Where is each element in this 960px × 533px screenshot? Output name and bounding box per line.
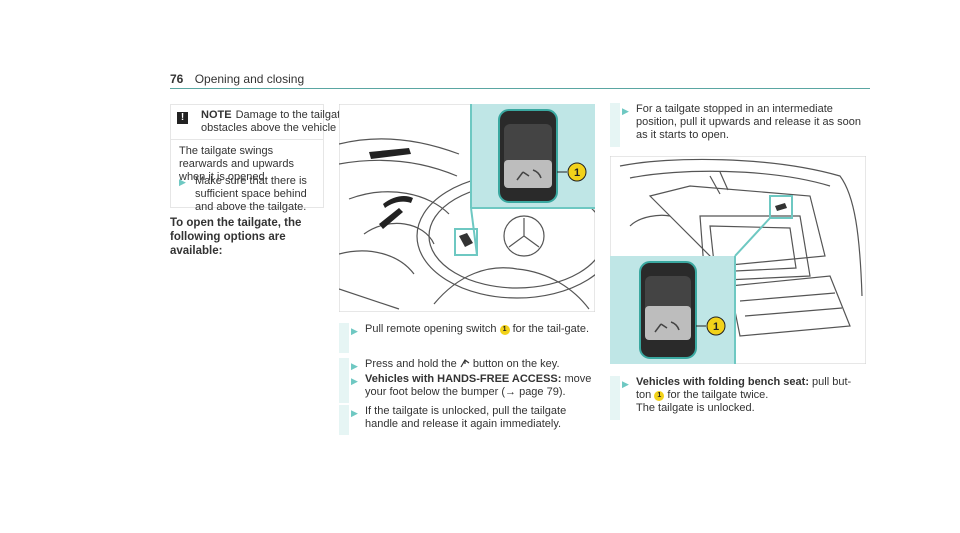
step-unlocked-handle: ▶ If the tailgate is unlocked, pull the …	[339, 405, 595, 435]
svg-text:1: 1	[713, 321, 719, 333]
step-text: move your foot below the bumper (→ page …	[365, 373, 592, 398]
step-text: pull but-ton	[636, 376, 852, 401]
step-folding-bench: ▶ Vehicles with folding bench seat: pull…	[610, 376, 866, 420]
svg-text:1: 1	[574, 167, 580, 179]
trunk-illustration: 1	[610, 156, 866, 364]
page-header: 76 Opening and closing	[170, 72, 304, 86]
step-text: Press and hold the	[365, 358, 457, 370]
step-arrow-icon: ▶	[622, 379, 629, 389]
step-text: Pull remote opening switch	[365, 323, 497, 335]
callout-badge: 1	[499, 325, 510, 335]
callout-badge: 1	[654, 391, 665, 401]
note-body: The tailgate swings rearwards and upward…	[179, 145, 294, 183]
step-text: for the tail-gate.	[512, 323, 590, 335]
step-text: for the tailgate twice.	[667, 389, 769, 401]
step-arrow-icon: ▶	[351, 408, 358, 418]
tailgate-key-icon	[460, 359, 470, 368]
step-text: If the tailgate is unlocked, pull the ta…	[365, 405, 567, 430]
step-arrow-icon: ▶	[351, 326, 358, 336]
step-result: The tailgate is unlocked.	[636, 402, 755, 414]
note-title-line2: obstacles above the vehicle	[201, 122, 337, 134]
options-heading: To open the tailgate, the following opti…	[170, 217, 302, 257]
step-text: For a tailgate stopped in an intermediat…	[636, 103, 862, 141]
section-title: Opening and closing	[194, 72, 305, 86]
step-key-button: ▶ Press and hold the button on the key.	[339, 358, 595, 376]
step-text: button on the key.	[472, 358, 560, 370]
step-condition: Vehicles with HANDS-FREE ACCESS:	[365, 373, 562, 385]
note-step-text: Make sure that there is sufficient space…	[195, 175, 307, 213]
steering-wheel-illustration: 1	[339, 104, 595, 312]
step-arrow-icon: ▶	[351, 376, 358, 386]
step-intermediate-position: ▶ For a tailgate stopped in an intermedi…	[610, 103, 866, 147]
step-hands-free: ▶ Vehicles with HANDS-FREE ACCESS: move …	[339, 373, 595, 403]
step-condition: Vehicles with folding bench seat:	[636, 376, 809, 388]
page-number: 76	[170, 72, 184, 86]
warning-icon: !	[177, 112, 188, 124]
step-arrow-icon: ▶	[179, 177, 186, 187]
step-arrow-icon: ▶	[622, 106, 629, 116]
step-arrow-icon: ▶	[351, 361, 358, 371]
note-label: NOTE	[201, 109, 232, 121]
step-pull-switch: ▶ Pull remote opening switch 1 for the t…	[339, 323, 595, 353]
header-rule	[170, 88, 870, 89]
